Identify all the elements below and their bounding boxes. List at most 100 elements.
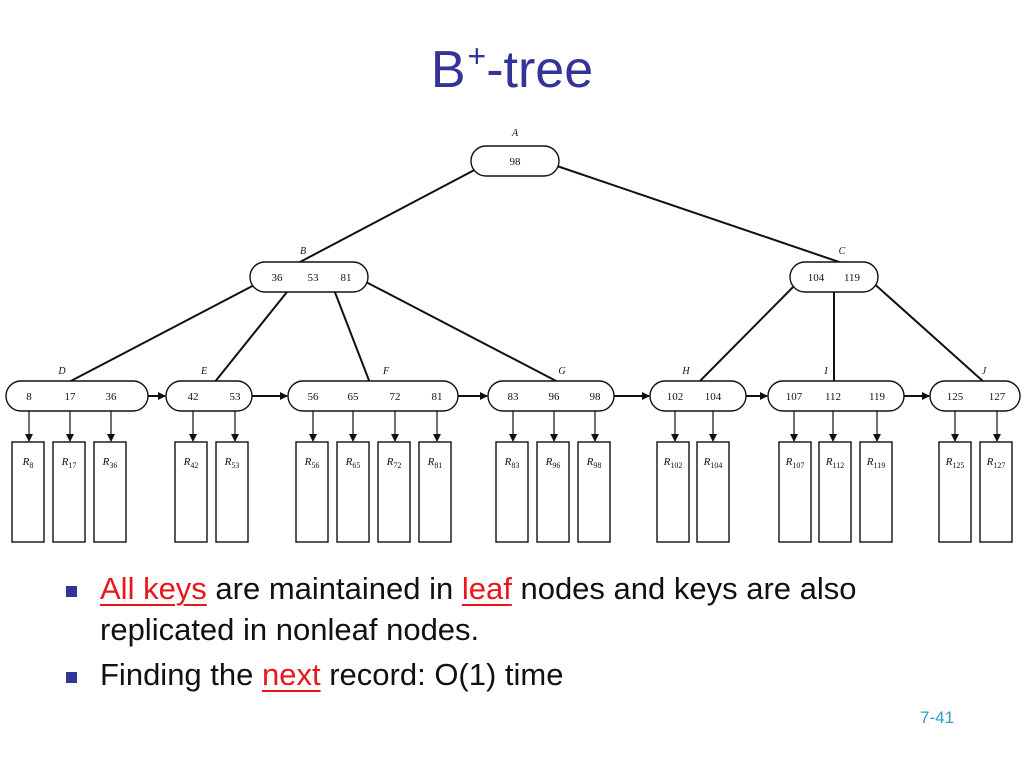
leaf-node-box	[487, 380, 615, 412]
record-block: R112	[818, 441, 852, 543]
record-box	[174, 441, 208, 543]
node-label: B	[300, 246, 306, 257]
record-block: R53	[215, 441, 249, 543]
record-label: R112	[825, 456, 844, 470]
bullet-text: Finding the	[100, 657, 262, 693]
record-label: R119	[866, 456, 885, 470]
record-box	[577, 441, 611, 543]
record-label: R53	[224, 456, 240, 470]
record-block: R125	[938, 441, 972, 543]
record-box	[295, 441, 329, 543]
node-label: C	[839, 246, 846, 257]
record-box	[938, 441, 972, 543]
record-label: R72	[386, 456, 402, 470]
record-box	[336, 441, 370, 543]
record-box	[979, 441, 1013, 543]
leaf-node: 42 53	[165, 380, 253, 412]
node-label: F	[382, 366, 390, 377]
highlighted-term: All keys	[100, 571, 207, 606]
record-label: R96	[545, 456, 561, 470]
bullet-text: are maintained in	[206, 571, 462, 606]
root-node-box	[470, 145, 560, 177]
record-box	[495, 441, 529, 543]
record-box	[818, 441, 852, 543]
record-block: R56	[295, 441, 329, 543]
node-key: 42	[188, 391, 199, 403]
highlighted-term: next	[262, 657, 321, 693]
bullet-square-icon	[66, 586, 77, 597]
node-key: 119	[844, 272, 861, 284]
node-key: 53	[230, 391, 242, 403]
record-label: R36	[102, 456, 118, 470]
record-block: R72	[377, 441, 411, 543]
record-label: R98	[586, 456, 602, 470]
node-key: 107	[786, 391, 803, 403]
tree-edge	[330, 281, 371, 384]
bullet-square-icon	[66, 672, 77, 684]
tree-edge	[556, 165, 849, 266]
record-block: R102	[656, 441, 690, 543]
record-block: R65	[336, 441, 370, 543]
record-box	[93, 441, 127, 543]
title-main: B	[430, 41, 466, 99]
record-label: R17	[61, 456, 77, 470]
record-label: R125	[945, 456, 965, 470]
record-block: R96	[536, 441, 570, 543]
highlighted-term: leaf	[461, 571, 512, 606]
node-label: J	[982, 366, 987, 377]
node-key: 56	[308, 391, 320, 403]
record-block: R36	[93, 441, 127, 543]
record-label: R127	[986, 456, 1006, 470]
record-box	[859, 441, 893, 543]
node-key: 125	[947, 391, 964, 403]
record-box	[52, 441, 86, 543]
leaf-node-box	[767, 380, 905, 412]
node-key: 36	[106, 391, 118, 403]
internal-node-box	[789, 261, 879, 293]
bullet-item: All keys are maintained in leaf nodes an…	[62, 568, 942, 650]
title-rest: -tree	[486, 41, 594, 99]
record-label: R83	[504, 456, 520, 470]
leaf-node-box	[287, 380, 459, 412]
node-label: A	[511, 128, 519, 139]
record-block: R107	[778, 441, 812, 543]
node-key: 112	[825, 391, 841, 403]
tree-edge	[697, 279, 801, 384]
node-label: G	[558, 366, 565, 377]
leaf-node-box	[929, 380, 1021, 412]
leaf-node-box	[165, 380, 253, 412]
record-label: R107	[785, 456, 805, 470]
tree-edge	[213, 281, 296, 384]
record-box	[418, 441, 452, 543]
node-key: 119	[869, 391, 886, 403]
node-key: 81	[341, 272, 352, 284]
tree-edges	[25, 165, 1001, 442]
record-box	[377, 441, 411, 543]
record-label: R42	[183, 456, 199, 470]
leaf-node-box	[649, 380, 747, 412]
bullet-text: nodes and keys are also replicated in no…	[100, 571, 857, 648]
record-block: R8	[11, 441, 45, 543]
record-block: R119	[859, 441, 893, 543]
node-label: I	[823, 366, 828, 377]
tree-edge	[365, 281, 561, 384]
node-key: 36	[272, 272, 284, 284]
node-key: 98	[590, 391, 602, 403]
node-label: D	[57, 366, 66, 377]
node-key: 98	[510, 156, 522, 168]
internal-node: 104 119	[789, 261, 879, 293]
internal-node-box	[249, 261, 369, 293]
node-key: 17	[65, 391, 77, 403]
record-label: R81	[427, 456, 443, 470]
page-number: 7-41	[920, 708, 955, 727]
node-label: E	[200, 366, 207, 377]
node-key: 65	[348, 391, 360, 403]
node-key: 104	[808, 272, 825, 284]
